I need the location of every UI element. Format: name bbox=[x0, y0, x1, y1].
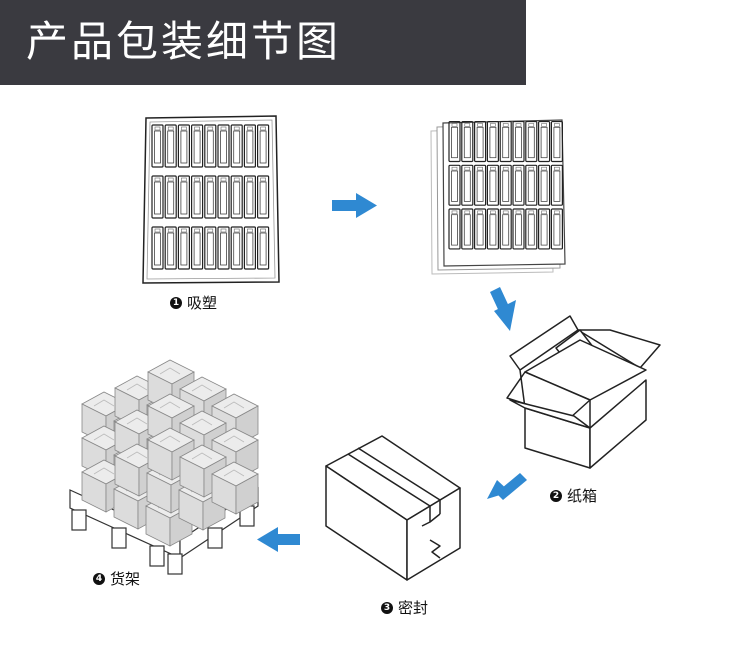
step-2-label: 2 纸箱 bbox=[550, 485, 597, 506]
step-2-badge: 2 bbox=[550, 489, 562, 502]
pallet-block bbox=[111, 527, 127, 549]
page-title: 产品包装细节图 bbox=[26, 17, 342, 66]
blister-tray-figure bbox=[142, 115, 280, 284]
pallet-block bbox=[71, 509, 87, 531]
arrow-down-left-icon bbox=[487, 473, 527, 500]
pallet-figure bbox=[69, 359, 259, 575]
step-4-badge: 4 bbox=[93, 572, 105, 585]
step-1-label: 1 吸塑 bbox=[170, 292, 217, 313]
pallet-block bbox=[167, 553, 183, 575]
pallet-block bbox=[149, 545, 165, 567]
arrow-left-icon bbox=[257, 527, 300, 552]
arrow-down-icon bbox=[490, 287, 516, 331]
open-carton-figure bbox=[506, 315, 661, 469]
arrow-right-icon bbox=[332, 193, 377, 218]
step-4-label: 4 货架 bbox=[93, 568, 140, 589]
step-4-text: 货架 bbox=[110, 570, 141, 588]
page-header: 产品包装细节图 bbox=[0, 0, 526, 85]
step-3-badge: 3 bbox=[381, 601, 393, 614]
step-2-text: 纸箱 bbox=[567, 487, 598, 505]
step-1-badge: 1 bbox=[170, 296, 182, 309]
step-3-label: 3 密封 bbox=[381, 597, 428, 618]
sealed-carton-figure bbox=[325, 435, 461, 581]
stacked-trays-figure bbox=[430, 119, 566, 275]
pallet-block bbox=[207, 527, 223, 549]
step-1-text: 吸塑 bbox=[187, 294, 218, 312]
step-3-text: 密封 bbox=[398, 599, 429, 617]
